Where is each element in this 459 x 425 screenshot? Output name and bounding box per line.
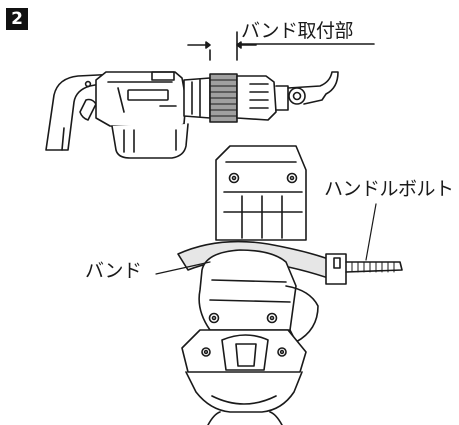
chisel-tip	[185, 371, 303, 413]
handle-bolt-label: ハンドルボルト	[324, 178, 454, 200]
upper-body	[215, 145, 307, 241]
chuck-icon	[288, 87, 306, 105]
lower-housing	[111, 123, 189, 159]
hammer-side-view	[45, 31, 375, 159]
step-badge: 2	[6, 8, 28, 30]
screw-icon	[84, 80, 92, 88]
handle-bolt-leader	[365, 203, 377, 261]
hammer-front-view	[177, 145, 403, 425]
band-leader	[155, 261, 211, 275]
front-barrel	[183, 77, 211, 119]
chisel-bit	[287, 71, 339, 105]
motor-body-front	[198, 249, 297, 331]
band-mount-dimension	[187, 31, 375, 61]
band-label: バンド	[85, 260, 142, 282]
handle-bolt	[325, 253, 403, 285]
nose-cone	[236, 75, 277, 121]
band-mount-label: バンド取付部	[241, 20, 353, 42]
front-cap	[181, 329, 307, 373]
